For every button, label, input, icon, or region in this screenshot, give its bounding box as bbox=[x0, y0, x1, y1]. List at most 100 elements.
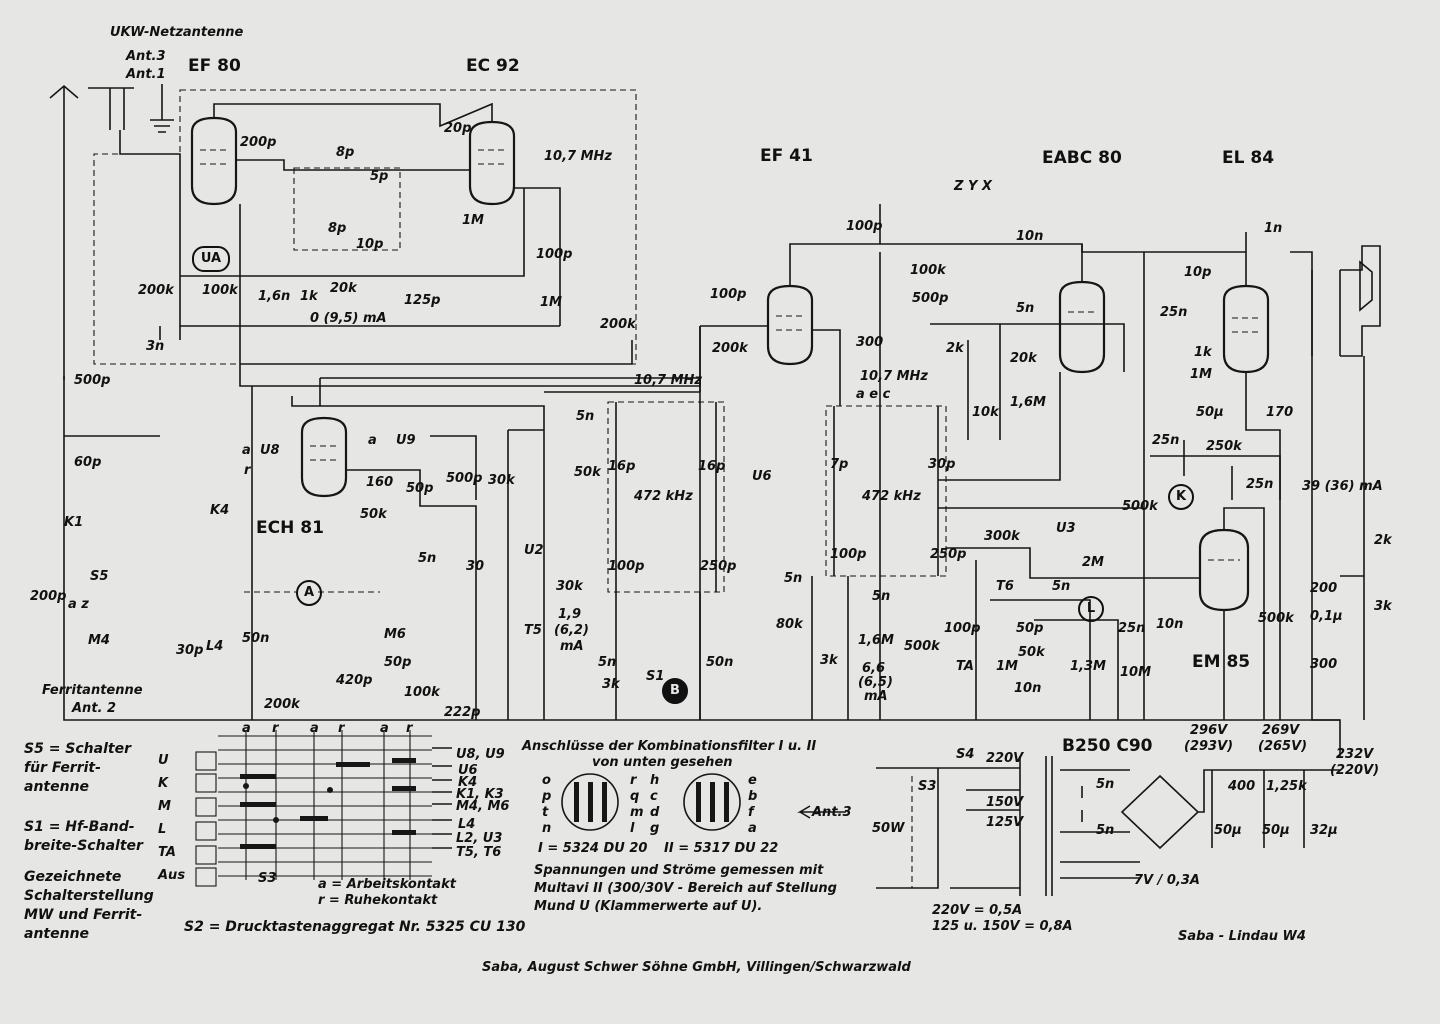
component-label: 50n bbox=[242, 631, 270, 646]
component-label: 5n bbox=[784, 571, 803, 586]
switch-column-label: r bbox=[338, 721, 345, 736]
component-label: 2M bbox=[1082, 555, 1104, 570]
component-label: Anschlüsse der Kombinationsfilter I u. I… bbox=[522, 739, 817, 754]
ukw-3n-wire bbox=[159, 326, 181, 340]
component-label: 50k bbox=[360, 507, 387, 522]
component-label: 220V = 0,5A bbox=[932, 903, 1023, 918]
component-label: U2 bbox=[524, 543, 544, 558]
component-label: 30p bbox=[928, 457, 956, 472]
tube-name: ECH 81 bbox=[256, 518, 324, 538]
component-label: 5n bbox=[598, 655, 617, 670]
tube-ef80-envelope bbox=[190, 116, 238, 206]
tube-name: B250 C90 bbox=[1062, 736, 1153, 756]
output-transformer-feed bbox=[1290, 251, 1341, 756]
component-label: U6 bbox=[458, 763, 478, 778]
ef80-to-ec92-wire bbox=[236, 159, 470, 171]
component-label: 200k bbox=[600, 317, 636, 332]
component-label: 30k bbox=[556, 579, 583, 594]
component-label: T6 bbox=[996, 579, 1014, 594]
filter-pins bbox=[574, 782, 729, 822]
component-label: 8p bbox=[328, 221, 347, 236]
component-label: U3 bbox=[1056, 521, 1076, 536]
component-label: 222p bbox=[444, 705, 481, 720]
mains-transformer bbox=[1019, 756, 1053, 896]
component-label: 39 (36) mA bbox=[1302, 479, 1383, 494]
indicator-circle: A bbox=[296, 580, 322, 606]
tube-ef41-envelope bbox=[766, 284, 814, 366]
filter-pin-label: b bbox=[748, 789, 758, 804]
component-label: 220V bbox=[986, 751, 1024, 766]
component-label: 10,7 MHz bbox=[544, 149, 612, 164]
switch-buttons[interactable] bbox=[195, 751, 217, 887]
switch-row-label: L bbox=[158, 822, 167, 837]
indicator-circle: L bbox=[1078, 596, 1104, 622]
oscillator-wire bbox=[346, 435, 477, 720]
secondary-wiring bbox=[1060, 769, 1130, 833]
component-label: Saba - Lindau W4 bbox=[1178, 929, 1306, 944]
component-label: 10n bbox=[1016, 229, 1044, 244]
component-label: (6,2) bbox=[554, 623, 589, 638]
component-label: 10n bbox=[1014, 681, 1042, 696]
tube-name: EF 80 bbox=[188, 56, 241, 76]
filter-1-wiring bbox=[615, 402, 717, 720]
switch-row-label: TA bbox=[158, 845, 176, 860]
component-label: L4 bbox=[206, 639, 224, 654]
component-label: 1M bbox=[462, 213, 484, 228]
component-label: 50µ bbox=[1196, 405, 1224, 420]
component-label: a z bbox=[68, 597, 89, 612]
component-label: 25n bbox=[1152, 433, 1180, 448]
component-label: 1M bbox=[1190, 367, 1212, 382]
component-label: U6 bbox=[752, 469, 772, 484]
em85-grid-wire bbox=[946, 547, 1200, 579]
component-label: r = Ruhekontakt bbox=[318, 893, 438, 908]
component-label: 3k bbox=[602, 677, 620, 692]
component-label: 250k bbox=[1206, 439, 1242, 454]
indicator-circle: K bbox=[1168, 484, 1194, 510]
bridge-rectifier bbox=[1120, 769, 1340, 850]
ukw-ground-bus bbox=[180, 187, 561, 326]
component-label: 1M bbox=[996, 659, 1018, 674]
ef80-plate-wire bbox=[213, 102, 493, 128]
component-label: 1,9 bbox=[558, 607, 582, 622]
component-label: 160 bbox=[366, 475, 394, 490]
component-label: 200k bbox=[712, 341, 748, 356]
component-label: 170 bbox=[1266, 405, 1294, 420]
component-label: r bbox=[244, 463, 251, 478]
component-label: T5 bbox=[524, 623, 542, 638]
component-label: Ant.3 bbox=[126, 49, 166, 64]
ef41-cathode-wiring bbox=[811, 329, 849, 720]
component-label: (220V) bbox=[1330, 763, 1380, 778]
component-label: 200p bbox=[240, 135, 277, 150]
component-label: 250p bbox=[700, 559, 737, 574]
component-label: 32µ bbox=[1310, 823, 1338, 838]
component-label: 200p bbox=[30, 589, 67, 604]
filter-pin-label: e bbox=[748, 773, 757, 788]
ech81-plate-bus bbox=[319, 377, 701, 406]
component-label: 30p bbox=[176, 643, 204, 658]
filter-box-2 bbox=[825, 405, 947, 577]
indicator-circle: UA bbox=[192, 246, 230, 272]
em85-wiring bbox=[1223, 507, 1265, 720]
component-label: 200 bbox=[1310, 581, 1338, 596]
component-label: TA bbox=[956, 659, 974, 674]
component-label: U8, U9 bbox=[456, 747, 505, 762]
component-label: 200k bbox=[138, 283, 174, 298]
component-label: 20k bbox=[1010, 351, 1037, 366]
component-label: 100p bbox=[846, 219, 883, 234]
component-label: a e c bbox=[856, 387, 891, 402]
filter-pin-label: a bbox=[748, 821, 757, 836]
component-label: von unten gesehen bbox=[592, 755, 733, 770]
component-label: 7p bbox=[830, 457, 849, 472]
component-label: 25n bbox=[1118, 621, 1146, 636]
filter-pin-label: q bbox=[630, 789, 640, 804]
component-label: mA bbox=[560, 639, 584, 654]
filter-pin-label: c bbox=[650, 789, 658, 804]
component-label: 50µ bbox=[1262, 823, 1290, 838]
component-label: 50p bbox=[1016, 621, 1044, 636]
switch-column-label: r bbox=[406, 721, 413, 736]
component-label: 1,25k bbox=[1266, 779, 1307, 794]
component-label: 2k bbox=[1374, 533, 1392, 548]
ech81-supply-wire bbox=[251, 386, 700, 720]
component-label: 0,1µ bbox=[1310, 609, 1343, 624]
